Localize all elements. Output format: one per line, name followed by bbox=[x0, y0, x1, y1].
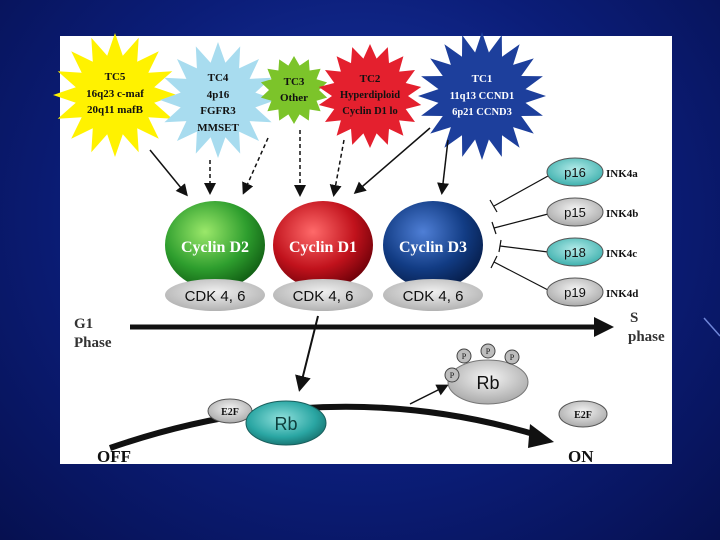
p16-inhibit-line bbox=[493, 175, 549, 207]
tc-arrows bbox=[149, 127, 449, 197]
phospho-rb-label: Rb bbox=[476, 373, 499, 393]
rb-release-arrow bbox=[409, 384, 449, 405]
phosphate-3-label: P bbox=[510, 353, 515, 362]
ink4c-label: INK4c bbox=[606, 248, 637, 260]
g1-label-line1: G1 bbox=[74, 316, 93, 332]
phosphate-2-label: P bbox=[486, 347, 491, 356]
cdk-d1-oval bbox=[273, 279, 373, 311]
cdk-d3-oval bbox=[383, 279, 483, 311]
p19-inhibit-line bbox=[493, 261, 549, 291]
tc2-arrow bbox=[329, 139, 345, 197]
e2f-bound-label: E2F bbox=[221, 407, 239, 418]
cyclin-d2-sphere bbox=[165, 201, 265, 289]
p18-inhibit-bar bbox=[498, 239, 502, 253]
p15-inhibit-line bbox=[493, 213, 549, 229]
cyclin-d3-sphere bbox=[383, 201, 483, 289]
cdk-d2-oval bbox=[165, 279, 265, 311]
tc4-star-shape bbox=[160, 42, 276, 158]
cyclin-d3-label: Cyclin D3 bbox=[399, 239, 467, 256]
tc2-star-shape bbox=[318, 44, 422, 148]
cdk-d2-label: CDK 4, 6 bbox=[185, 288, 246, 305]
phospho-rb-oval bbox=[447, 359, 529, 405]
tc1-line2: 6p21 CCND3 bbox=[452, 107, 512, 118]
inhibitor-p15: p15 INK4b bbox=[546, 197, 638, 227]
tc4-arrow-2 bbox=[242, 137, 269, 195]
tc4-line1: 4p16 bbox=[207, 89, 230, 101]
cyclin-d2-label: Cyclin D2 bbox=[181, 239, 249, 256]
phosphate-4-label: P bbox=[450, 371, 455, 380]
tc3-burst: TC3 Other bbox=[260, 56, 328, 124]
tc1-line1: 11q13 CCND1 bbox=[450, 91, 514, 102]
rb-bound-oval bbox=[245, 400, 327, 446]
tc5-line1: 16q23 c-maf bbox=[86, 88, 144, 100]
tc2-line2: Cyclin D1 lo bbox=[342, 106, 397, 117]
p18-inhibit-line bbox=[499, 245, 549, 253]
tc2-name: TC2 bbox=[360, 73, 381, 85]
phosphate-1-label: P bbox=[462, 352, 467, 361]
rb-bound-label: Rb bbox=[274, 414, 297, 434]
cycle-arc bbox=[109, 403, 541, 451]
tc5-arrow bbox=[149, 149, 188, 197]
cyclin-d1-sphere bbox=[273, 201, 373, 289]
ink4b-label: INK4b bbox=[606, 208, 638, 220]
inhibitor-lines bbox=[489, 175, 549, 291]
p16-label: p16 bbox=[564, 165, 586, 180]
phosphate-3 bbox=[504, 349, 520, 365]
tc4-line2: FGFR3 bbox=[200, 105, 236, 117]
phosphate-1 bbox=[456, 348, 472, 364]
tc1-arrow-d3 bbox=[437, 139, 449, 195]
e2f-free-label: E2F bbox=[574, 410, 592, 421]
tc5-line2: 20q11 mafB bbox=[87, 104, 144, 116]
phosphate-2 bbox=[480, 343, 496, 359]
tc3-star-shape bbox=[260, 56, 328, 124]
p19-label: p19 bbox=[564, 285, 586, 300]
p15-oval bbox=[546, 197, 604, 227]
tc1-star-shape bbox=[418, 32, 546, 160]
p16-oval bbox=[546, 157, 604, 187]
phosphate-4 bbox=[444, 367, 460, 383]
p15-inhibit-bar bbox=[491, 221, 497, 235]
p16-inhibit-bar bbox=[489, 199, 498, 213]
e2f-free-oval bbox=[558, 400, 608, 428]
phospho-rb: Rb P P P P bbox=[444, 343, 529, 405]
s-label-line1: S bbox=[630, 310, 638, 326]
cdk-to-rb-arrow bbox=[295, 315, 319, 392]
tc5-burst: TC5 16q23 c-maf 20q11 mafB bbox=[53, 33, 177, 157]
tc4-burst: TC4 4p16 FGFR3 MMSET bbox=[160, 42, 276, 158]
tc3-name: TC3 bbox=[284, 76, 305, 88]
cycle-arc-head bbox=[528, 424, 554, 448]
inhibitor-p19: p19 INK4d bbox=[546, 277, 638, 307]
g1-label-line2: Phase bbox=[74, 335, 112, 351]
tc3-line1: Other bbox=[280, 92, 308, 104]
tc4-name: TC4 bbox=[208, 72, 229, 84]
p18-oval bbox=[546, 237, 604, 267]
p19-inhibit-bar bbox=[490, 255, 498, 269]
tc2-burst: TC2 Hyperdiploid Cyclin D1 lo bbox=[318, 44, 422, 148]
p19-oval bbox=[546, 277, 604, 307]
tc1-arrow-d1 bbox=[353, 127, 431, 194]
p15-label: p15 bbox=[564, 205, 586, 220]
tc1-name: TC1 bbox=[472, 73, 493, 85]
tc2-line1: Hyperdiploid bbox=[340, 90, 400, 101]
inhibitor-p16: p16 INK4a bbox=[546, 157, 638, 187]
tc5-name: TC5 bbox=[105, 71, 126, 83]
cyclin-d1-label: Cyclin D1 bbox=[289, 239, 357, 256]
tc4-line3: MMSET bbox=[197, 122, 239, 134]
on-label: ON bbox=[568, 447, 594, 466]
ink4d-label: INK4d bbox=[606, 288, 638, 300]
tc5-star-shape bbox=[53, 33, 177, 157]
off-label: OFF bbox=[97, 447, 131, 466]
p18-label: p18 bbox=[564, 245, 586, 260]
cdk-d1-label: CDK 4, 6 bbox=[293, 288, 354, 305]
tc1-burst: TC1 11q13 CCND1 6p21 CCND3 bbox=[418, 32, 546, 160]
decorative-line bbox=[703, 317, 720, 337]
cdk-d3-label: CDK 4, 6 bbox=[403, 288, 464, 305]
s-label-line2: phase bbox=[628, 329, 665, 345]
ink4a-label: INK4a bbox=[606, 168, 638, 180]
inhibitor-p18: p18 INK4c bbox=[546, 237, 637, 267]
phase-arrow-head bbox=[594, 317, 614, 337]
